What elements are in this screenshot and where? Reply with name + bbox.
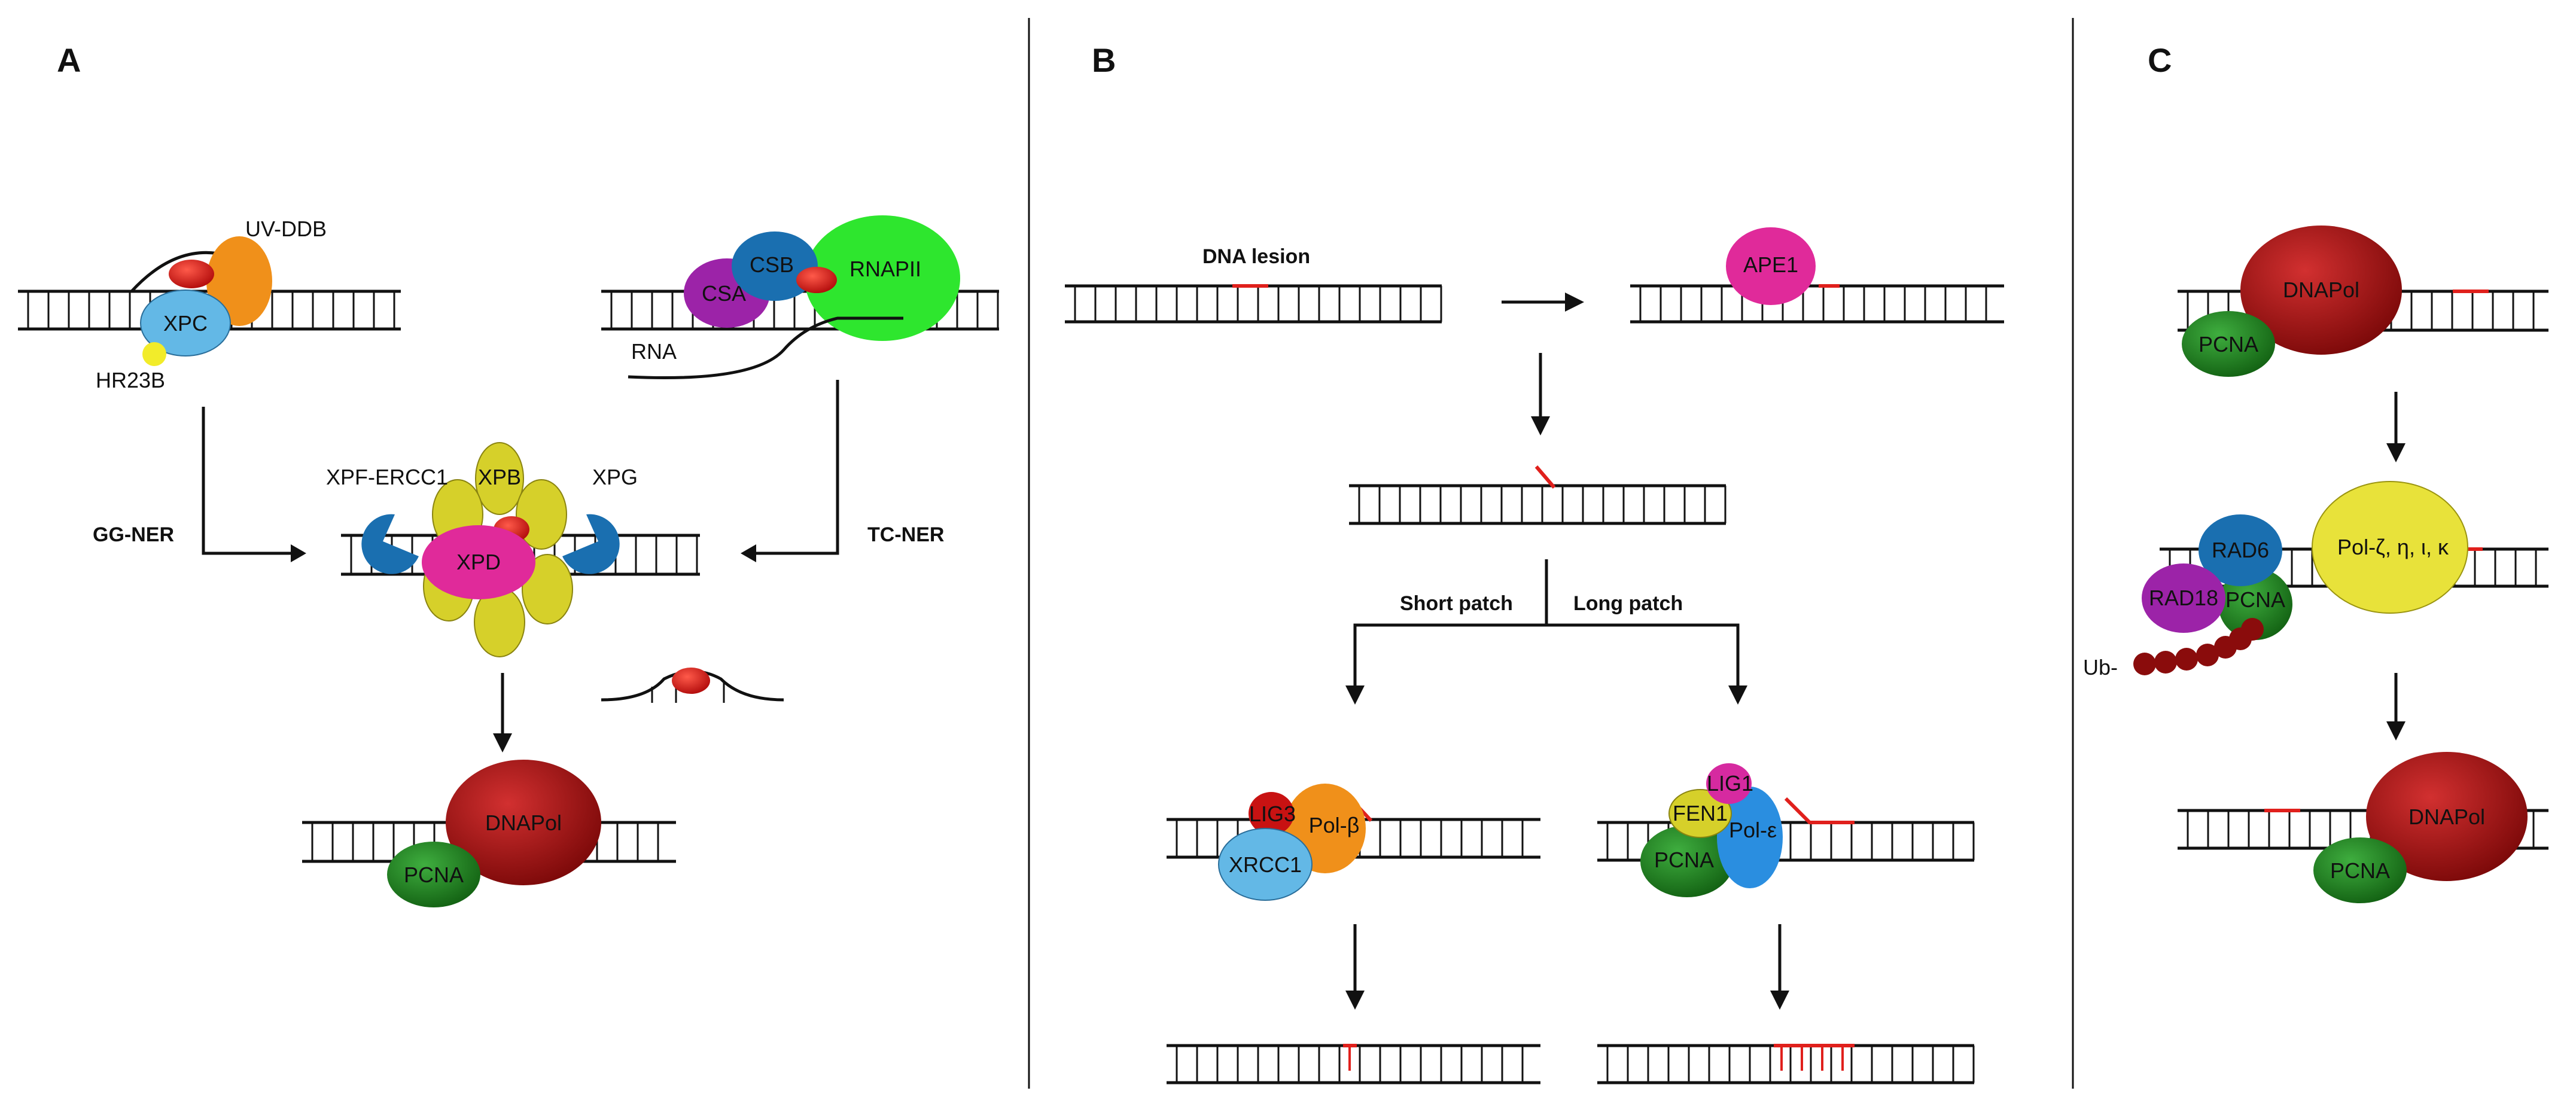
- hr23b-label: HR23B: [96, 368, 165, 392]
- panel-b-label: B: [1092, 41, 1116, 79]
- long-patch-label: Long patch: [1573, 592, 1683, 615]
- pcna-protein-c-mid: [2218, 568, 2292, 640]
- pcna-label-c-top: PCNA: [2199, 332, 2258, 357]
- ubiquitin-bead: [2175, 648, 2198, 671]
- csb-protein: [732, 231, 818, 301]
- hr23b-protein: [142, 342, 166, 366]
- arrow-tc-ner-head: [741, 544, 756, 562]
- fen1-label: FEN1: [1673, 801, 1728, 825]
- uv-ddb-label: UV-DDB: [245, 217, 327, 241]
- lig3-protein: [1249, 792, 1294, 835]
- dna-ape1-duplex: [1630, 284, 2004, 324]
- dna-repaired-short: [1167, 1044, 1540, 1084]
- pol-epsilon-protein: [1717, 787, 1783, 888]
- fen1-protein: [1668, 789, 1732, 838]
- dnapol-protein-c-bottom: [2366, 752, 2528, 881]
- rad18-label: RAD18: [2149, 586, 2218, 610]
- lesion-ball-tc: [796, 267, 837, 293]
- xpc-label: XPC: [163, 311, 208, 336]
- rad6-protein: [2199, 514, 2282, 586]
- rnapii-protein: [805, 215, 960, 341]
- tc-ner-label: TC-NER: [867, 523, 944, 546]
- ubiquitin-bead: [2154, 651, 2177, 674]
- dnapol-label-c-top: DNAPol: [2283, 278, 2359, 302]
- pcna-protein-b: [1640, 825, 1734, 897]
- xpf-ercc1-label: XPF-ERCC1: [326, 465, 448, 489]
- dnapol-protein-a: [446, 760, 601, 885]
- dnapol-label-a: DNAPol: [485, 811, 562, 835]
- csb-label: CSB: [750, 252, 794, 277]
- xpd-protein: [422, 525, 535, 599]
- xpb-label: XPB: [478, 465, 521, 489]
- lig3-label: LIG3: [1249, 802, 1296, 826]
- flap-mark-b3: [1534, 465, 1556, 489]
- flap-mark-b5: [1784, 797, 1855, 824]
- dna-lesion-label: DNA lesion: [1202, 245, 1310, 268]
- dnapol-protein-c-top: [2240, 226, 2402, 355]
- pcna-label-c-bottom: PCNA: [2330, 858, 2390, 883]
- panel-c-label: C: [2148, 41, 2172, 79]
- dna-repaired-long: [1597, 1044, 1975, 1084]
- pcna-protein-a: [387, 842, 480, 907]
- ubiquitin-bead: [2241, 618, 2264, 641]
- ape1-label: APE1: [1743, 252, 1798, 277]
- rna-strand: [628, 316, 903, 380]
- xpf-ercc1-protein: [361, 514, 419, 574]
- lesion-ball-gg: [169, 260, 214, 288]
- xpc-protein: [140, 290, 231, 357]
- arrow-gg-ner: [202, 407, 299, 555]
- dna-lesion-duplex: [1065, 284, 1442, 324]
- pcna-label-c-mid: PCNA: [2225, 587, 2285, 612]
- pcna-label-a: PCNA: [404, 863, 464, 887]
- csa-label: CSA: [702, 281, 746, 306]
- panel-a-label: A: [57, 41, 81, 79]
- ape1-protein: [1726, 227, 1816, 305]
- pol-beta-label: Pol-β: [1309, 813, 1360, 837]
- uv-ddb-protein: [206, 236, 272, 326]
- xrcc1-label: XRCC1: [1229, 852, 1302, 877]
- ubiquitin-bead: [2196, 644, 2219, 666]
- pcna-label-b: PCNA: [1654, 848, 1714, 872]
- pol-tls-protein: [2312, 481, 2468, 614]
- pcna-protein-c-top: [2182, 311, 2275, 377]
- dna-nicked-duplex: [1349, 484, 1727, 525]
- pol-epsilon-label: Pol-ε: [1729, 818, 1777, 842]
- ubiquitin-chain: [2133, 618, 2264, 675]
- rad6-label: RAD6: [2212, 538, 2269, 562]
- arrow-b-split: [1353, 623, 1740, 688]
- lesion-ball-excised: [672, 668, 710, 694]
- arrow-gg-ner-head: [291, 544, 306, 562]
- ubiquitin-bead: [2133, 653, 2156, 675]
- rna-label: RNA: [631, 339, 677, 364]
- rnapii-label: RNAPII: [849, 257, 921, 281]
- dnapol-label-c-bottom: DNAPol: [2408, 805, 2485, 829]
- ub-label: Ub-: [2083, 655, 2118, 680]
- xpg-protein: [562, 514, 620, 574]
- gg-ner-label: GG-NER: [93, 523, 174, 546]
- short-patch-label: Short patch: [1400, 592, 1513, 615]
- lig1-protein: [1706, 763, 1752, 804]
- xrcc1-protein: [1218, 828, 1313, 901]
- pcna-protein-c-bottom: [2313, 837, 2407, 903]
- xpg-label: XPG: [592, 465, 638, 489]
- xpd-label: XPD: [456, 550, 501, 574]
- rad18-protein: [2142, 563, 2225, 633]
- repair-mark-long: [1774, 1044, 1855, 1071]
- pol-tls-label: Pol-ζ, η, ι, κ: [2337, 535, 2449, 559]
- lig1-label: LIG1: [1707, 771, 1753, 796]
- arrow-tc-ner: [748, 380, 839, 555]
